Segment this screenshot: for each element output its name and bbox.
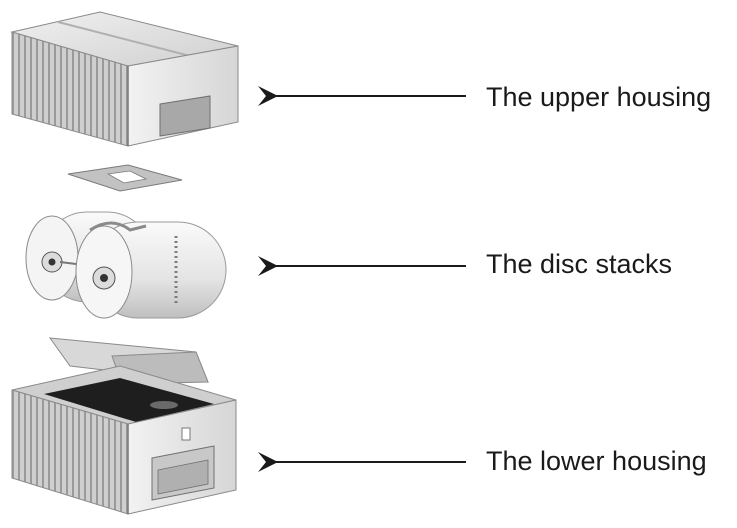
upper-housing-illustration	[10, 11, 239, 147]
upper-housing-window	[159, 95, 211, 137]
lower-housing-interior	[44, 378, 214, 422]
label-lower-housing: The lower housing	[486, 446, 707, 476]
label-upper-housing: The upper housing	[486, 82, 712, 112]
gasket-plate	[67, 164, 183, 192]
disc-stacks-illustration	[25, 211, 227, 319]
label-disc-stacks: The disc stacks	[486, 249, 673, 279]
lower-housing-illustration	[11, 337, 237, 515]
